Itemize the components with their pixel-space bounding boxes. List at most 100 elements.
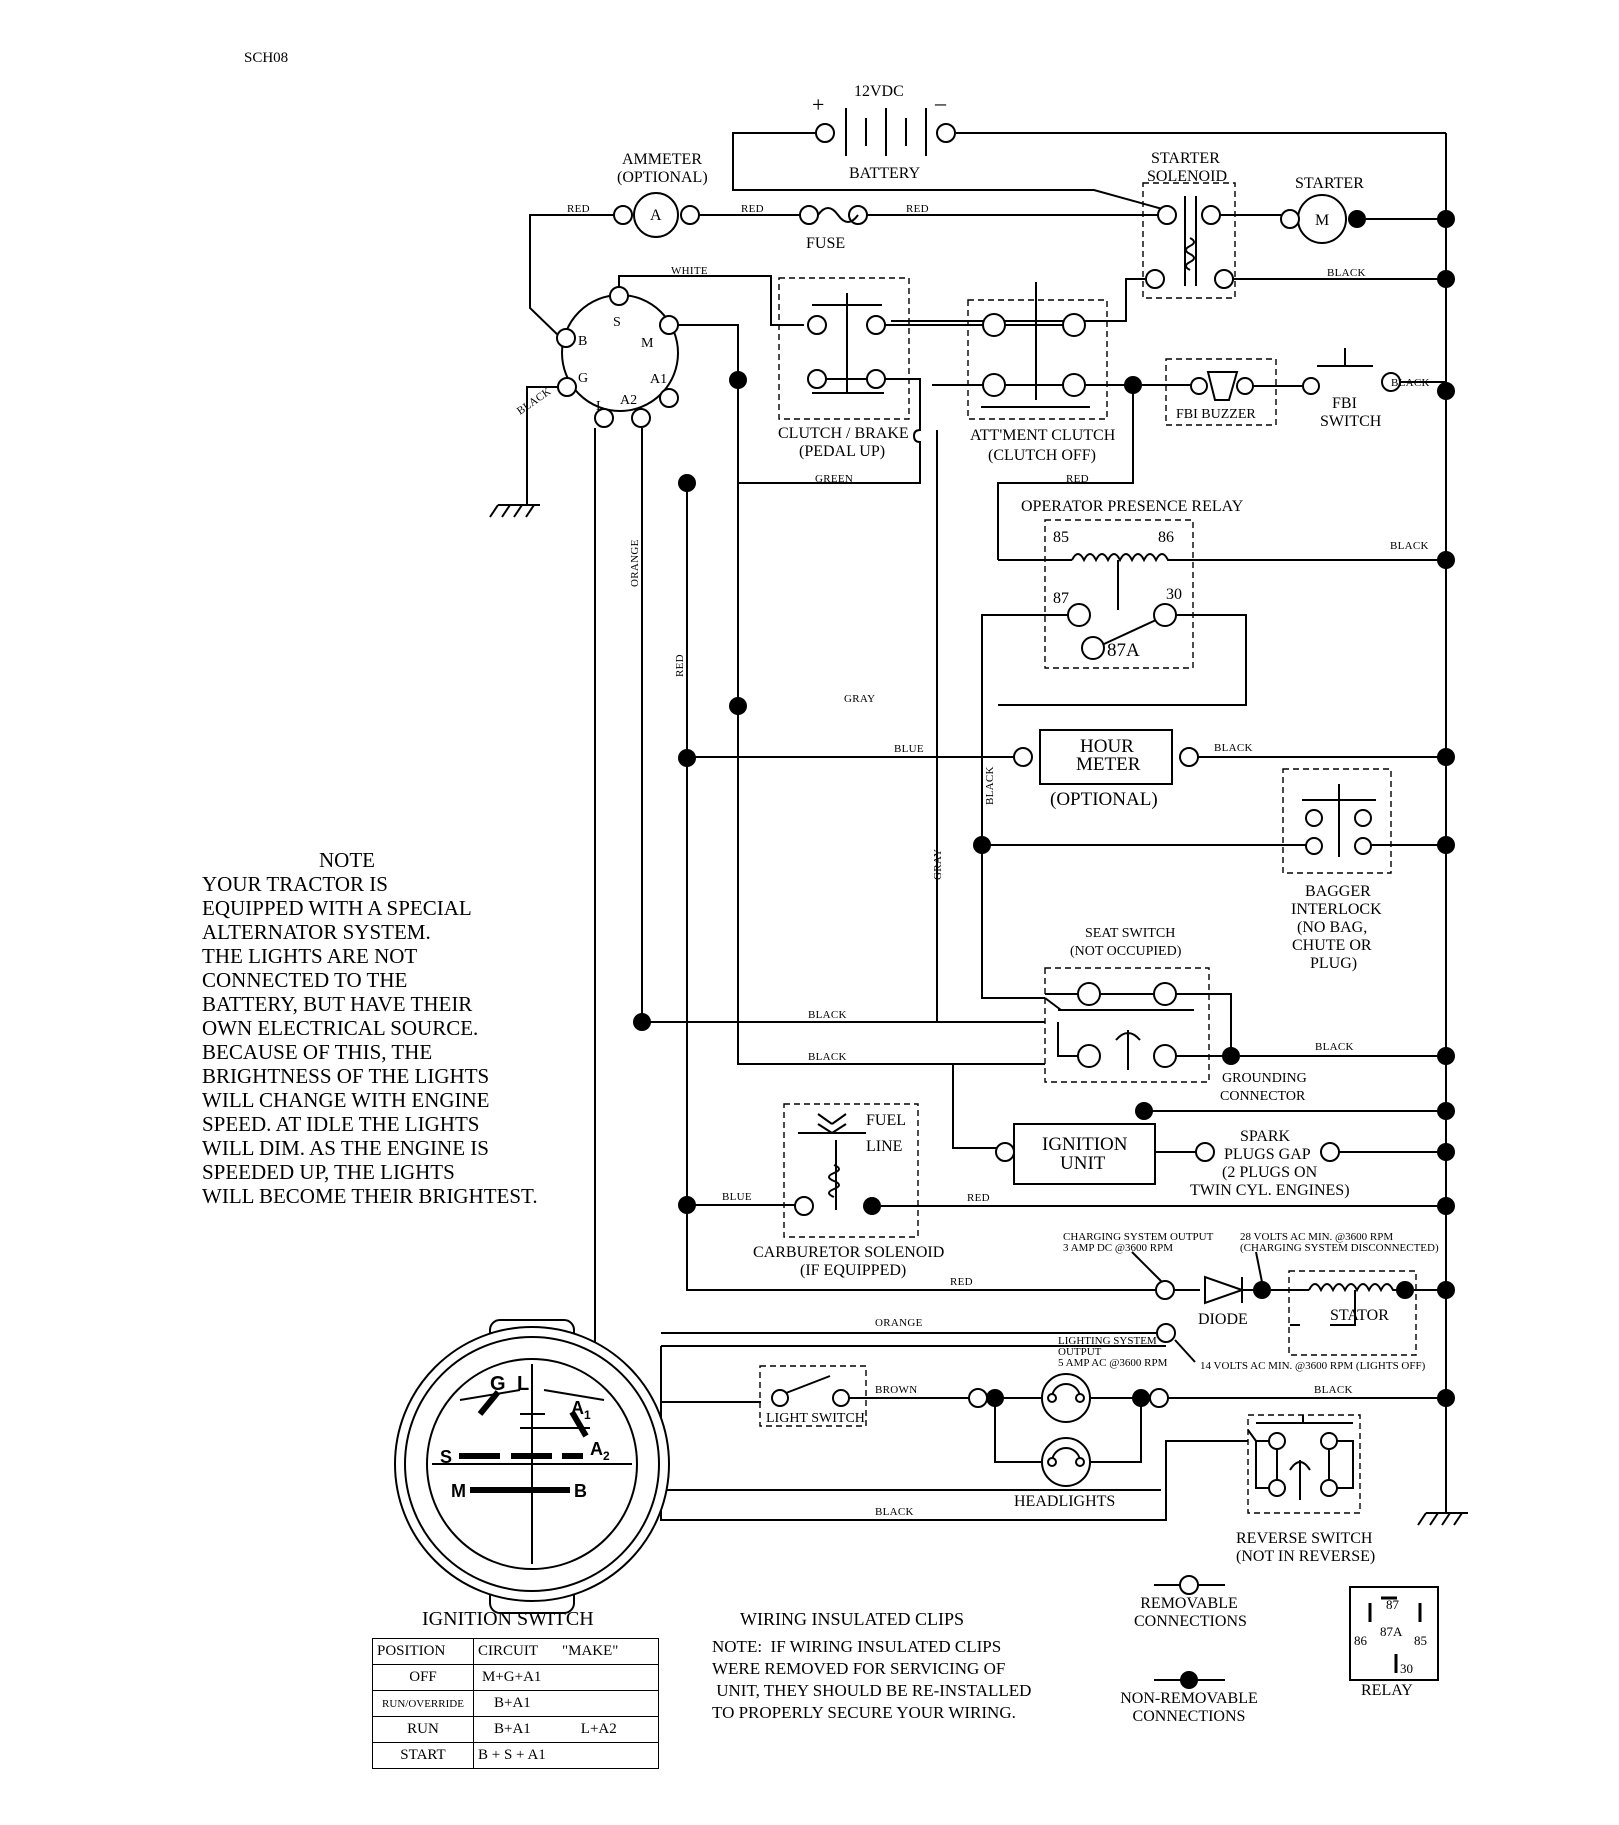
clutch-label-2: (PEDAL UP): [799, 443, 885, 460]
wire-black-ground: BLACK: [515, 385, 554, 417]
stator-label: STATOR: [1330, 1307, 1389, 1324]
battery-voltage: 12VDC: [854, 83, 904, 100]
hour-meter-2: METER: [1076, 754, 1141, 775]
reverse-1: REVERSE SWITCH: [1236, 1530, 1373, 1547]
wire-black-lights: BLACK: [1314, 1384, 1353, 1396]
face-a1-sub: 1: [584, 1408, 591, 1422]
header-position: POSITION: [372, 1638, 474, 1665]
row-circuit-value: B+A1: [494, 1695, 531, 1711]
note-line: CONNECTED TO THE: [202, 968, 408, 992]
carb-1: CARBURETOR SOLENOID: [753, 1244, 944, 1261]
ignition-unit: IGNITION UNIT SPARK PLUGS GAP (2 PLUGS O…: [953, 1123, 1446, 1199]
term-g: G: [578, 371, 588, 386]
starter-label: STARTER: [1295, 175, 1364, 192]
note-line: WILL BECOME THEIR BRIGHTEST.: [202, 1184, 538, 1208]
relay-85: 85: [1053, 529, 1069, 546]
reverse-switch: REVERSE SWITCH (NOT IN REVERSE): [1236, 1414, 1375, 1565]
relay-86: 86: [1158, 529, 1174, 546]
bagger-interlock: BAGGER INTERLOCK (NO BAG, CHUTE OR PLUG): [982, 768, 1446, 972]
wire-black-reverse-label: BLACK: [875, 1506, 914, 1518]
battery-positive: +: [812, 92, 824, 117]
wire-green-label: GREEN: [815, 473, 853, 485]
clutch-label-1: CLUTCH / BRAKE: [778, 425, 909, 442]
battery: + – 12VDC BATTERY: [732, 83, 1446, 211]
row-circuit: M+G+A1: [473, 1664, 659, 1691]
grounding-1: GROUNDING: [1222, 1071, 1307, 1086]
grounding-2: CONNECTOR: [1220, 1089, 1306, 1104]
wiring-clips-note: WIRING INSULATED CLIPS NOTE: IF WIRING I…: [712, 1608, 1031, 1724]
right-bus-nodes: [1437, 210, 1455, 1407]
spark-3: (2 PLUGS ON: [1222, 1164, 1318, 1181]
starter-solenoid: STARTER SOLENOID: [891, 150, 1446, 322]
reverse-2: (NOT IN REVERSE): [1236, 1548, 1375, 1565]
term-a1: A1: [650, 372, 667, 387]
bagger-5: PLUG): [1310, 955, 1357, 972]
wire-black-reverse: [660, 1346, 1248, 1521]
note-title: NOTE: [319, 848, 375, 872]
ignition-unit-2: UNIT: [1060, 1153, 1106, 1174]
carb-2: (IF EQUIPPED): [800, 1262, 906, 1279]
wire-black-ground2: BLACK: [1315, 1041, 1354, 1053]
bagger-1: BAGGER: [1305, 883, 1371, 900]
row-circuit: B + S + A1: [473, 1742, 659, 1769]
spark-1: SPARK: [1240, 1128, 1291, 1145]
note-line: ALTERNATOR SYSTEM.: [202, 920, 431, 944]
row-position: RUN: [372, 1716, 474, 1743]
grounding-connector: BLACK GROUNDING CONNECTOR: [1220, 1041, 1446, 1104]
ignition-switch-title: IGNITION SWITCH: [422, 1608, 594, 1630]
header-circuit: CIRCUIT: [478, 1643, 538, 1659]
row-position: START: [372, 1742, 474, 1769]
face-b: B: [574, 1481, 587, 1501]
volts28-2: (CHARGING SYSTEM DISCONNECTED): [1240, 1242, 1439, 1254]
legend-relay-87a: 87A: [1380, 1624, 1403, 1639]
note-line: YOUR TRACTOR IS: [202, 872, 388, 896]
clips-line: TO PROPERLY SECURE YOUR WIRING.: [712, 1703, 1016, 1722]
wire-blue-carb: BLUE: [722, 1191, 752, 1203]
lighting-circuit: ORANGE LIGHTING SYSTEM OUTPUT 5 AMP AC @…: [661, 1317, 1446, 1510]
wire-black-fbi: BLACK: [1391, 377, 1430, 389]
wire-brown: BROWN: [875, 1384, 917, 1396]
clips-line: WERE REMOVED FOR SERVICING OF: [712, 1659, 1006, 1678]
term-b: B: [578, 334, 587, 349]
bagger-4: CHUTE OR: [1292, 937, 1372, 954]
header-circuit-make: CIRCUIT "MAKE": [473, 1638, 659, 1665]
hour-meter: HOUR METER (OPTIONAL) BLUE BLACK: [687, 729, 1446, 810]
hour-meter-note: (OPTIONAL): [1050, 789, 1158, 810]
ammeter-note: (OPTIONAL): [617, 169, 708, 186]
header-make: "MAKE": [562, 1643, 619, 1659]
volts28-1: 28 VOLTS AC MIN. @3600 RPM: [1240, 1231, 1393, 1243]
clutch-brake-switch: CLUTCH / BRAKE (PEDAL UP): [738, 277, 982, 484]
solenoid-label-1: STARTER: [1151, 150, 1220, 167]
light-switch-label: LIGHT SWITCH: [766, 1411, 865, 1426]
solenoid-label-2: SOLENOID: [1147, 168, 1227, 185]
wire-red-carb: RED: [967, 1192, 990, 1204]
wire-blue-meter: BLUE: [894, 743, 924, 755]
charging-1: CHARGING SYSTEM OUTPUT: [1063, 1231, 1214, 1243]
operator-presence-relay: OPERATOR PRESENCE RELAY 85 86 87 30 87A …: [981, 498, 1446, 706]
seat-label-2: (NOT OCCUPIED): [1070, 944, 1182, 959]
clips-line: NOTE: IF WIRING INSULATED CLIPS: [712, 1637, 1002, 1656]
term-a2: A2: [620, 393, 637, 408]
spark-2: PLUGS GAP: [1224, 1146, 1311, 1163]
face-s: S: [440, 1447, 452, 1467]
wire-black-vert-label: BLACK: [984, 766, 996, 805]
legend-nonremovable-2: CONNECTIONS: [1132, 1708, 1246, 1725]
wire-black-solenoid: BLACK: [1327, 267, 1366, 279]
seat-switch: SEAT SWITCH (NOT OCCUPIED): [1044, 926, 1232, 1083]
charging-system: RED DIODE STATOR CHARGING SYSTEM OUTPUT …: [687, 1231, 1446, 1356]
legend-relay-30: 30: [1400, 1661, 1413, 1676]
row-position: OFF: [372, 1664, 474, 1691]
row-circuit: B+A1: [473, 1690, 659, 1717]
attachment-clutch-switch: ATT'MENT CLUTCH (CLUTCH OFF): [932, 282, 1134, 560]
ammeter-label: AMMETER: [622, 151, 702, 168]
fbi-switch-label-1: FBI: [1332, 395, 1357, 412]
ignition-switch-face: G L A 1 A 2 S M B: [394, 1319, 670, 1614]
note-line: BRIGHTNESS OF THE LIGHTS: [202, 1064, 490, 1088]
legend-relay-87: 87: [1386, 1597, 1399, 1612]
legend-non-removable: NON-REMOVABLE CONNECTIONS: [1104, 1690, 1274, 1726]
